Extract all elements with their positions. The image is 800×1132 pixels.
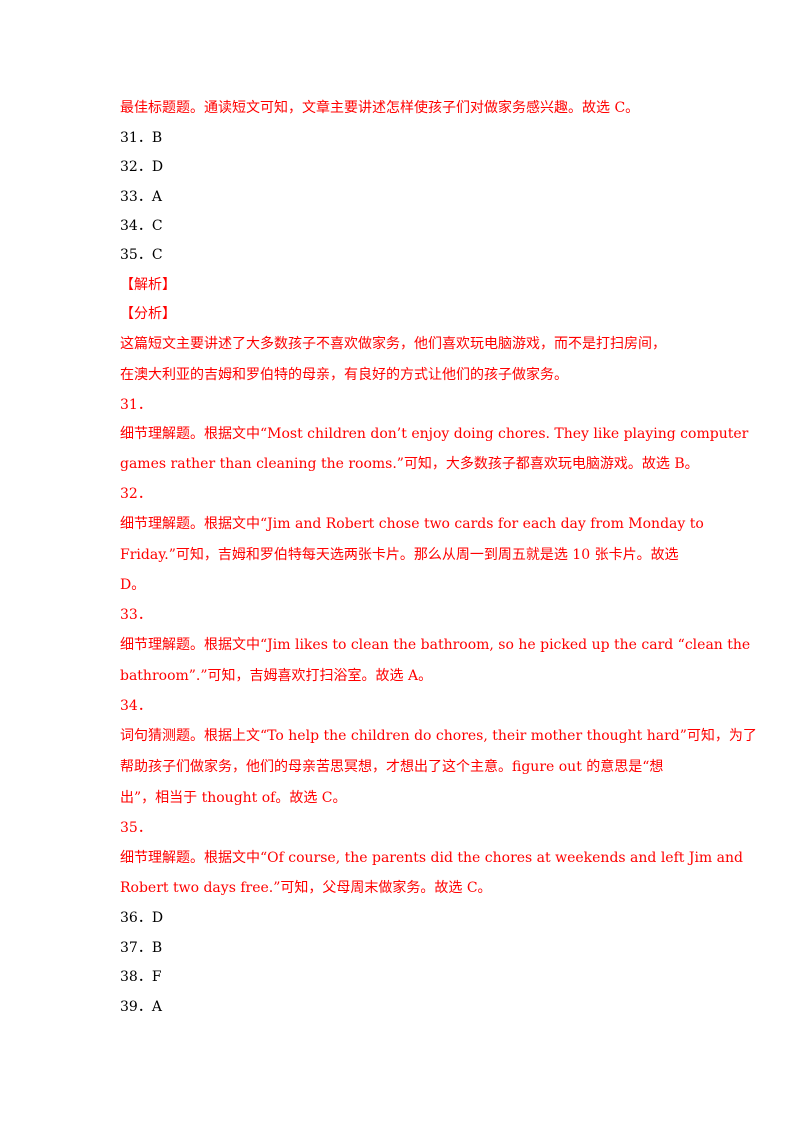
answer-35: 35．C: [120, 247, 163, 263]
q35-line-2: Robert two days free.”可知，父母周末做家务。故选 C。: [120, 880, 492, 896]
q35-number: 35．: [120, 820, 152, 836]
answer-34: 34．C: [120, 218, 163, 234]
summary-line-1: 这篇短文主要讲述了大多数孩子不喜欢做家务，他们喜欢玩电脑游戏，而不是打扫房间，: [120, 336, 666, 352]
answer-37: 37．B: [120, 940, 163, 956]
q34-line-1: 词句猜测题。根据上文“To help the children do chore…: [120, 728, 757, 744]
answer-31: 31．B: [120, 130, 163, 146]
section-fenxi: 【分析】: [120, 306, 176, 322]
summary-line-2: 在澳大利亚的吉姆和罗伯特的母亲，有良好的方式让他们的孩子做家务。: [120, 367, 568, 383]
intro-line: 最佳标题题。通读短文可知，文章主要讲述怎样使孩子们对做家务感兴趣。故选 C。: [120, 100, 640, 116]
q31-line-1: 细节理解题。根据文中“Most children don’t enjoy doi…: [120, 426, 749, 442]
q33-number: 33．: [120, 607, 152, 623]
answer-32: 32．D: [120, 159, 164, 175]
q34-line-3: 出”，相当于 thought of。故选 C。: [120, 790, 347, 806]
answer-39: 39．A: [120, 999, 162, 1015]
answer-36: 36．D: [120, 910, 164, 926]
q33-line-1: 细节理解题。根据文中“Jim likes to clean the bathro…: [120, 637, 751, 653]
q32-number: 32．: [120, 486, 152, 502]
q34-number: 34．: [120, 698, 152, 714]
answer-33: 33．A: [120, 189, 162, 205]
q33-line-2: bathroom”.”可知，吉姆喜欢打扫浴室。故选 A。: [120, 668, 433, 684]
q34-line-2: 帮助孩子们做家务，他们的母亲苦思冥想，才想出了这个主意。figure out 的…: [120, 759, 664, 775]
section-jiexi: 【解析】: [120, 277, 176, 293]
q35-line-1: 细节理解题。根据文中“Of course, the parents did th…: [120, 850, 743, 866]
q32-line-2: Friday.”可知，吉姆和罗伯特每天选两张卡片。那么从周一到周五就是选 10 …: [120, 547, 679, 563]
q31-number: 31．: [120, 397, 152, 413]
q32-line-1: 细节理解题。根据文中“Jim and Robert chose two card…: [120, 516, 704, 532]
q32-line-3: D。: [120, 577, 146, 593]
answer-38: 38．F: [120, 969, 162, 985]
q31-line-2: games rather than cleaning the rooms.”可知…: [120, 456, 699, 472]
